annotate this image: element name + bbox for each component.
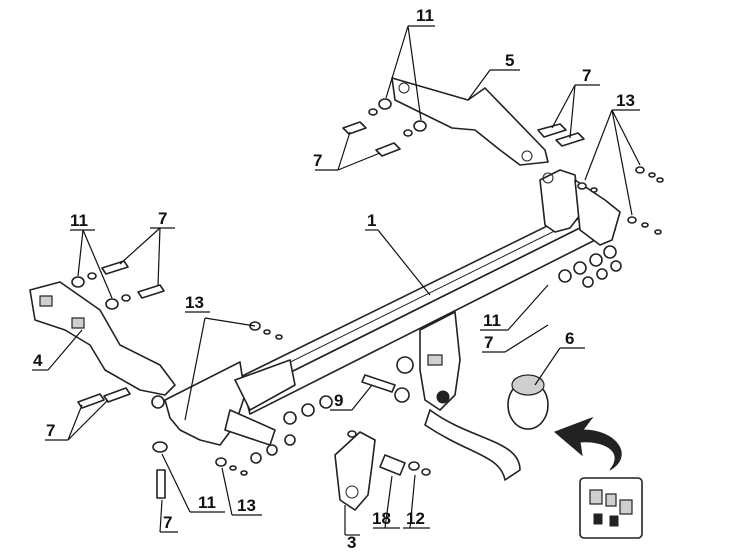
- tow-hook-bracket: [361, 311, 461, 411]
- washer-part-12: [408, 461, 431, 476]
- callout-11-top: 11: [416, 6, 434, 25]
- callout-11-left: 11: [70, 211, 88, 230]
- callout-12: 12: [406, 509, 425, 528]
- spring-part-18: [379, 454, 406, 476]
- callout-7-bottom-left: 7: [46, 421, 55, 440]
- hardware-right-side: [558, 166, 664, 288]
- callout-7-mid-right: 7: [484, 333, 493, 352]
- callout-5: 5: [505, 51, 514, 70]
- callout-7-left: 7: [158, 209, 167, 228]
- hardware-top-right: [537, 123, 585, 147]
- callout-13-bottom: 13: [237, 496, 256, 515]
- hardware-left-middle: [152, 321, 333, 499]
- callout-3: 3: [347, 533, 356, 552]
- hardware-left-lower: [77, 387, 131, 409]
- callout-11-mid-right: 11: [483, 311, 501, 330]
- callout-1: 1: [367, 211, 376, 230]
- hardware-top-left: [342, 98, 427, 157]
- right-mount-plate: [539, 169, 621, 246]
- callout-13-left: 13: [185, 293, 204, 312]
- callout-7-bottom: 7: [163, 513, 172, 532]
- bracket-part-5: [391, 77, 549, 166]
- hardware-left-upper: [71, 260, 165, 310]
- callout-7-top-right: 7: [582, 66, 591, 85]
- socket-inset-illustration: [579, 477, 643, 539]
- tow-ball-part-6: [424, 374, 549, 481]
- curved-arrow: [554, 416, 622, 471]
- socket-plate-part-3: [334, 430, 376, 511]
- callout-13-top-right: 13: [616, 91, 635, 110]
- leader-lines: [32, 25, 641, 536]
- callout-18: 18: [372, 509, 391, 528]
- callout-6: 6: [565, 329, 574, 348]
- callout-4: 4: [33, 351, 43, 370]
- callout-9: 9: [334, 391, 343, 410]
- callout-7-top-left: 7: [313, 151, 322, 170]
- callout-11-bottom: 11: [198, 493, 216, 512]
- callout-labels: 11 5 7 13 7 11 7 1 4 13 11 6 7 9 7 11 13…: [33, 6, 635, 552]
- bracket-part-4: [29, 281, 176, 396]
- left-mount-plate: [151, 359, 296, 446]
